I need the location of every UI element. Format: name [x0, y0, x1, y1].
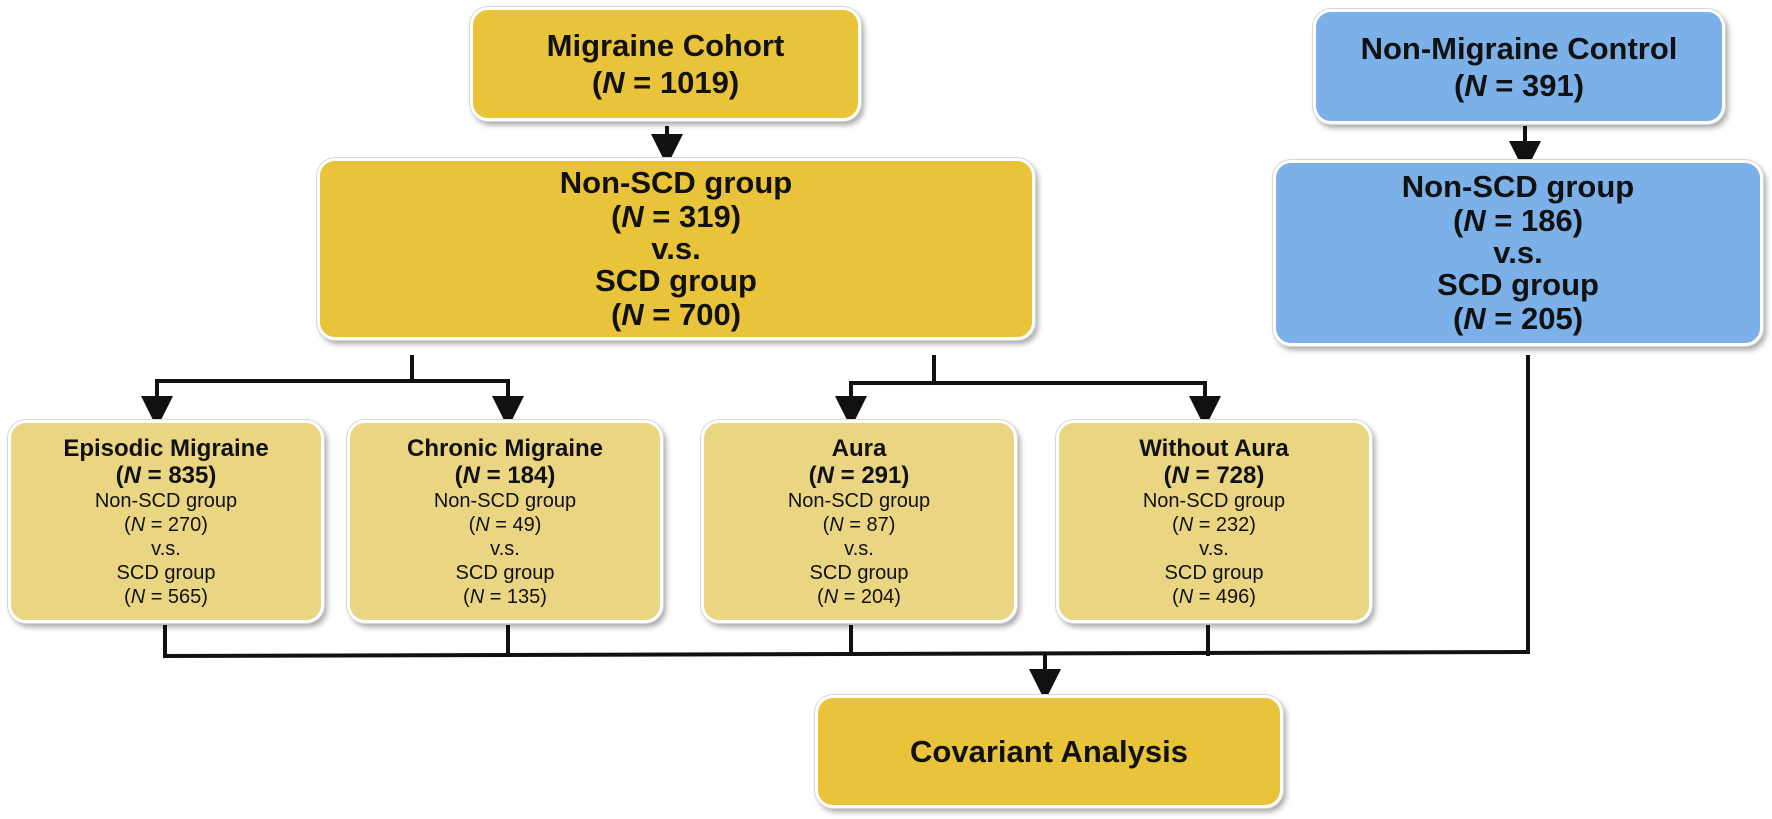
subgroup-title: Chronic Migraine	[406, 434, 604, 462]
subgroup-scd-n: (N = 496)	[1172, 585, 1256, 608]
branch-left	[155, 355, 414, 412]
migraine-cohort-box: Migraine Cohort (N = 1019)	[470, 7, 861, 121]
subgroup-scd-label: SCD group	[455, 561, 555, 584]
subgroup-episodic-box: Episodic Migraine (N = 835) Non-SCD grou…	[8, 420, 324, 623]
subgroup-title: Episodic Migraine	[63, 434, 269, 462]
subgroup-scd-n: (N = 204)	[817, 585, 901, 608]
subgroup-vs: v.s.	[490, 537, 520, 560]
subgroup-title: Without Aura	[1139, 434, 1289, 462]
subgroup-vs: v.s.	[151, 537, 181, 560]
subgroup-non-scd-n: (N = 87)	[822, 513, 896, 536]
covariant-analysis-title: Covariant Analysis	[910, 734, 1188, 769]
subgroup-non-scd-label: Non-SCD group	[787, 489, 931, 512]
control-scd-label: SCD group	[1437, 267, 1599, 302]
subgroup-scd-label: SCD group	[1164, 561, 1264, 584]
control-vs: v.s.	[1493, 235, 1543, 270]
subgroup-n: (N = 291)	[808, 461, 910, 489]
subgroup-chronic-box: Chronic Migraine (N = 184) Non-SCD group…	[347, 420, 663, 623]
bottom-collector	[162, 355, 1530, 658]
control-scd-n: (N = 205)	[1452, 301, 1584, 336]
subgroup-non-scd-label: Non-SCD group	[94, 489, 238, 512]
subgroup-n: (N = 835)	[115, 461, 217, 489]
migraine-scd-label: SCD group	[595, 263, 757, 298]
migraine-groups-box: Non-SCD group (N = 319) v.s. SCD group (…	[317, 158, 1035, 340]
migraine-non-scd-label: Non-SCD group	[559, 165, 793, 200]
subgroup-n: (N = 184)	[454, 461, 556, 489]
subgroup-scd-n: (N = 135)	[463, 585, 547, 608]
subgroup-non-scd-label: Non-SCD group	[433, 489, 577, 512]
subgroup-scd-label: SCD group	[116, 561, 216, 584]
branch-right	[849, 355, 936, 412]
control-non-scd-n: (N = 186)	[1452, 203, 1584, 238]
subgroup-scd-label: SCD group	[809, 561, 909, 584]
subgroup-non-scd-n: (N = 49)	[468, 513, 542, 536]
subgroup-scd-n: (N = 565)	[124, 585, 208, 608]
subgroup-non-scd-n: (N = 270)	[124, 513, 208, 536]
migraine-cohort-n: (N = 1019)	[591, 65, 740, 100]
control-n: (N = 391)	[1453, 67, 1585, 103]
control-groups-box: Non-SCD group (N = 186) v.s. SCD group (…	[1273, 160, 1763, 346]
subgroup-aura-box: Aura (N = 291) Non-SCD group (N = 87) v.…	[701, 420, 1017, 623]
migraine-vs: v.s.	[651, 231, 701, 266]
migraine-scd-n: (N = 700)	[610, 297, 742, 332]
migraine-non-scd-n: (N = 319)	[610, 199, 742, 234]
subgroup-non-scd-label: Non-SCD group	[1142, 489, 1286, 512]
control-non-scd-label: Non-SCD group	[1401, 169, 1635, 204]
subgroup-n: (N = 728)	[1163, 461, 1265, 489]
subgroup-vs: v.s.	[1199, 537, 1229, 560]
subgroup-without-aura-box: Without Aura (N = 728) Non-SCD group (N …	[1056, 420, 1372, 623]
covariant-analysis-box: Covariant Analysis	[815, 695, 1283, 808]
subgroup-non-scd-n: (N = 232)	[1172, 513, 1256, 536]
non-migraine-control-box: Non-Migraine Control (N = 391)	[1313, 9, 1725, 124]
subgroup-title: Aura	[831, 434, 887, 462]
subgroup-vs: v.s.	[844, 537, 874, 560]
control-title: Non-Migraine Control	[1360, 30, 1678, 66]
migraine-cohort-title: Migraine Cohort	[546, 28, 785, 63]
